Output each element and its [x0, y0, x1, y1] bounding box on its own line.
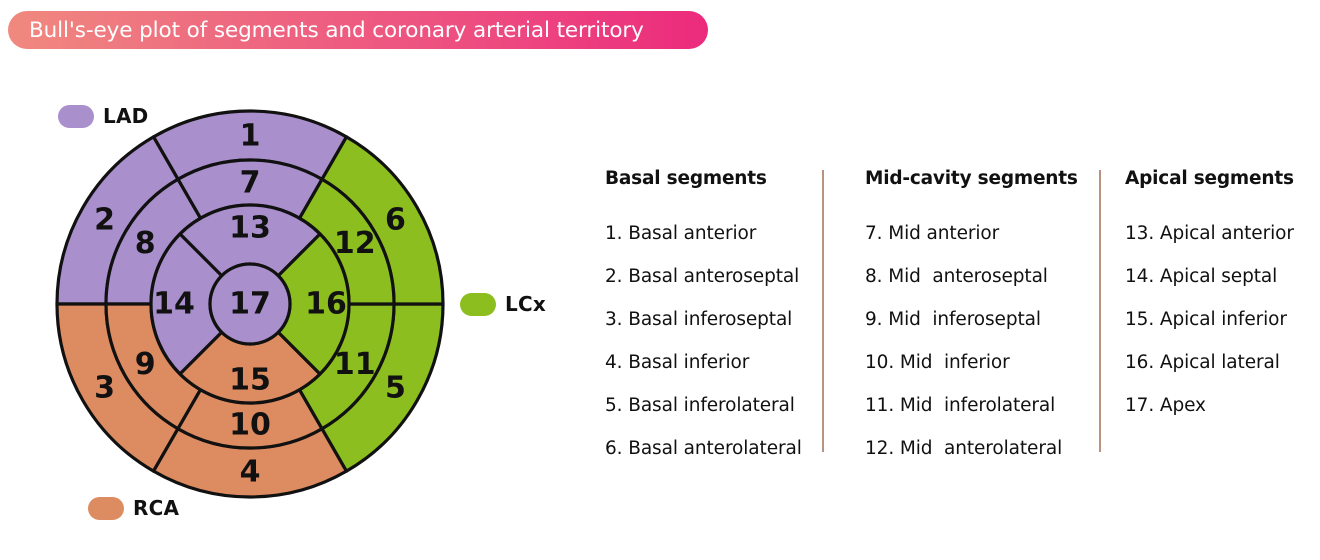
segment-list-item: 15. Apical inferior: [1125, 309, 1287, 330]
segment-number-label-15: 15: [229, 363, 271, 398]
bullseye-segment-17[interactable]: [208, 262, 292, 346]
segment-list-item: 16. Apical lateral: [1125, 352, 1280, 373]
segment-number-label-16: 16: [305, 287, 347, 322]
mid-cavity-segments-items: 7. Mid anterior 8. Mid anteroseptal 9. Mid…: [865, 223, 1080, 459]
segment-number-label-8: 8: [135, 226, 156, 261]
segment-number-label-9: 9: [135, 347, 156, 382]
apical-segments-column: Apical segments 13. Apical anterior 14. A…: [1125, 168, 1315, 438]
page-title-banner: Bull's-eye plot of segments and coronary…: [8, 11, 708, 49]
segment-number-label-2: 2: [94, 203, 115, 238]
segment-list-item: 1. Basal anterior: [605, 223, 757, 244]
segment-list-item: 17. Apex: [1125, 395, 1206, 416]
bullseye-segments-group: [55, 109, 445, 499]
basal-segments-items: 1. Basal anterior 2. Basal anteroseptal 3.…: [605, 223, 820, 459]
legend-label-lad: LAD: [103, 104, 149, 128]
legend-label-lcx: LCx: [505, 292, 546, 316]
segment-number-label-6: 6: [385, 203, 406, 238]
segment-list-item: 11. Mid inferolateral: [865, 395, 1056, 416]
mid-cavity-segments-column: Mid-cavity segments 7. Mid anterior 8. Mi…: [865, 168, 1080, 481]
apical-segments-heading: Apical segments: [1125, 168, 1294, 189]
segment-number-label-10: 10: [229, 408, 271, 443]
segment-list-item: 6. Basal anterolateral: [605, 438, 802, 459]
lcx-color-swatch: [460, 292, 496, 316]
legend-item-lcx: LCx: [460, 292, 546, 316]
segment-list-item: 9. Mid inferoseptal: [865, 309, 1041, 330]
legend-label-rca: RCA: [133, 496, 180, 520]
column-divider-2: [1099, 170, 1101, 452]
rca-color-swatch: [88, 496, 124, 520]
segment-number-label-1: 1: [240, 119, 261, 154]
segment-list-item: 2. Basal anteroseptal: [605, 266, 800, 287]
segment-number-label-5: 5: [385, 371, 406, 406]
segment-name-lists: Basal segments 1. Basal anterior 2. Basal…: [605, 168, 1305, 468]
segment-list-item: 4. Basal inferior: [605, 352, 750, 373]
segment-number-label-17: 17: [229, 287, 271, 322]
segment-list-item: 14. Apical septal: [1125, 266, 1278, 287]
segment-list-item: 12. Mid anterolateral: [865, 438, 1063, 459]
legend-item-lad: LAD: [58, 104, 148, 128]
segment-number-label-14: 14: [153, 287, 195, 322]
segment-list-item: 10. Mid inferior: [865, 352, 1010, 373]
lad-color-swatch: [58, 104, 94, 128]
basal-segments-column: Basal segments 1. Basal anterior 2. Basal…: [605, 168, 820, 481]
segment-list-item: 3. Basal inferoseptal: [605, 309, 793, 330]
segment-number-label-7: 7: [240, 166, 261, 201]
segment-list-item: 7. Mid anterior: [865, 223, 1000, 244]
segment-list-item: 13. Apical anterior: [1125, 223, 1294, 244]
basal-segments-heading: Basal segments: [605, 168, 767, 189]
segment-number-label-12: 12: [334, 226, 376, 261]
segment-list-item: 8. Mid anteroseptal: [865, 266, 1048, 287]
column-divider-1: [822, 170, 824, 452]
segment-number-label-4: 4: [240, 455, 261, 490]
segment-number-label-13: 13: [229, 211, 271, 246]
mid-cavity-segments-heading: Mid-cavity segments: [865, 168, 1078, 189]
apical-segments-items: 13. Apical anterior 14. Apical septal 15. …: [1125, 223, 1315, 416]
page-title: Bull's-eye plot of segments and coronary…: [29, 17, 644, 43]
segment-number-label-11: 11: [334, 347, 376, 382]
segment-list-item: 5. Basal inferolateral: [605, 395, 795, 416]
legend-item-rca: RCA: [88, 496, 179, 520]
segment-number-label-3: 3: [94, 371, 115, 406]
